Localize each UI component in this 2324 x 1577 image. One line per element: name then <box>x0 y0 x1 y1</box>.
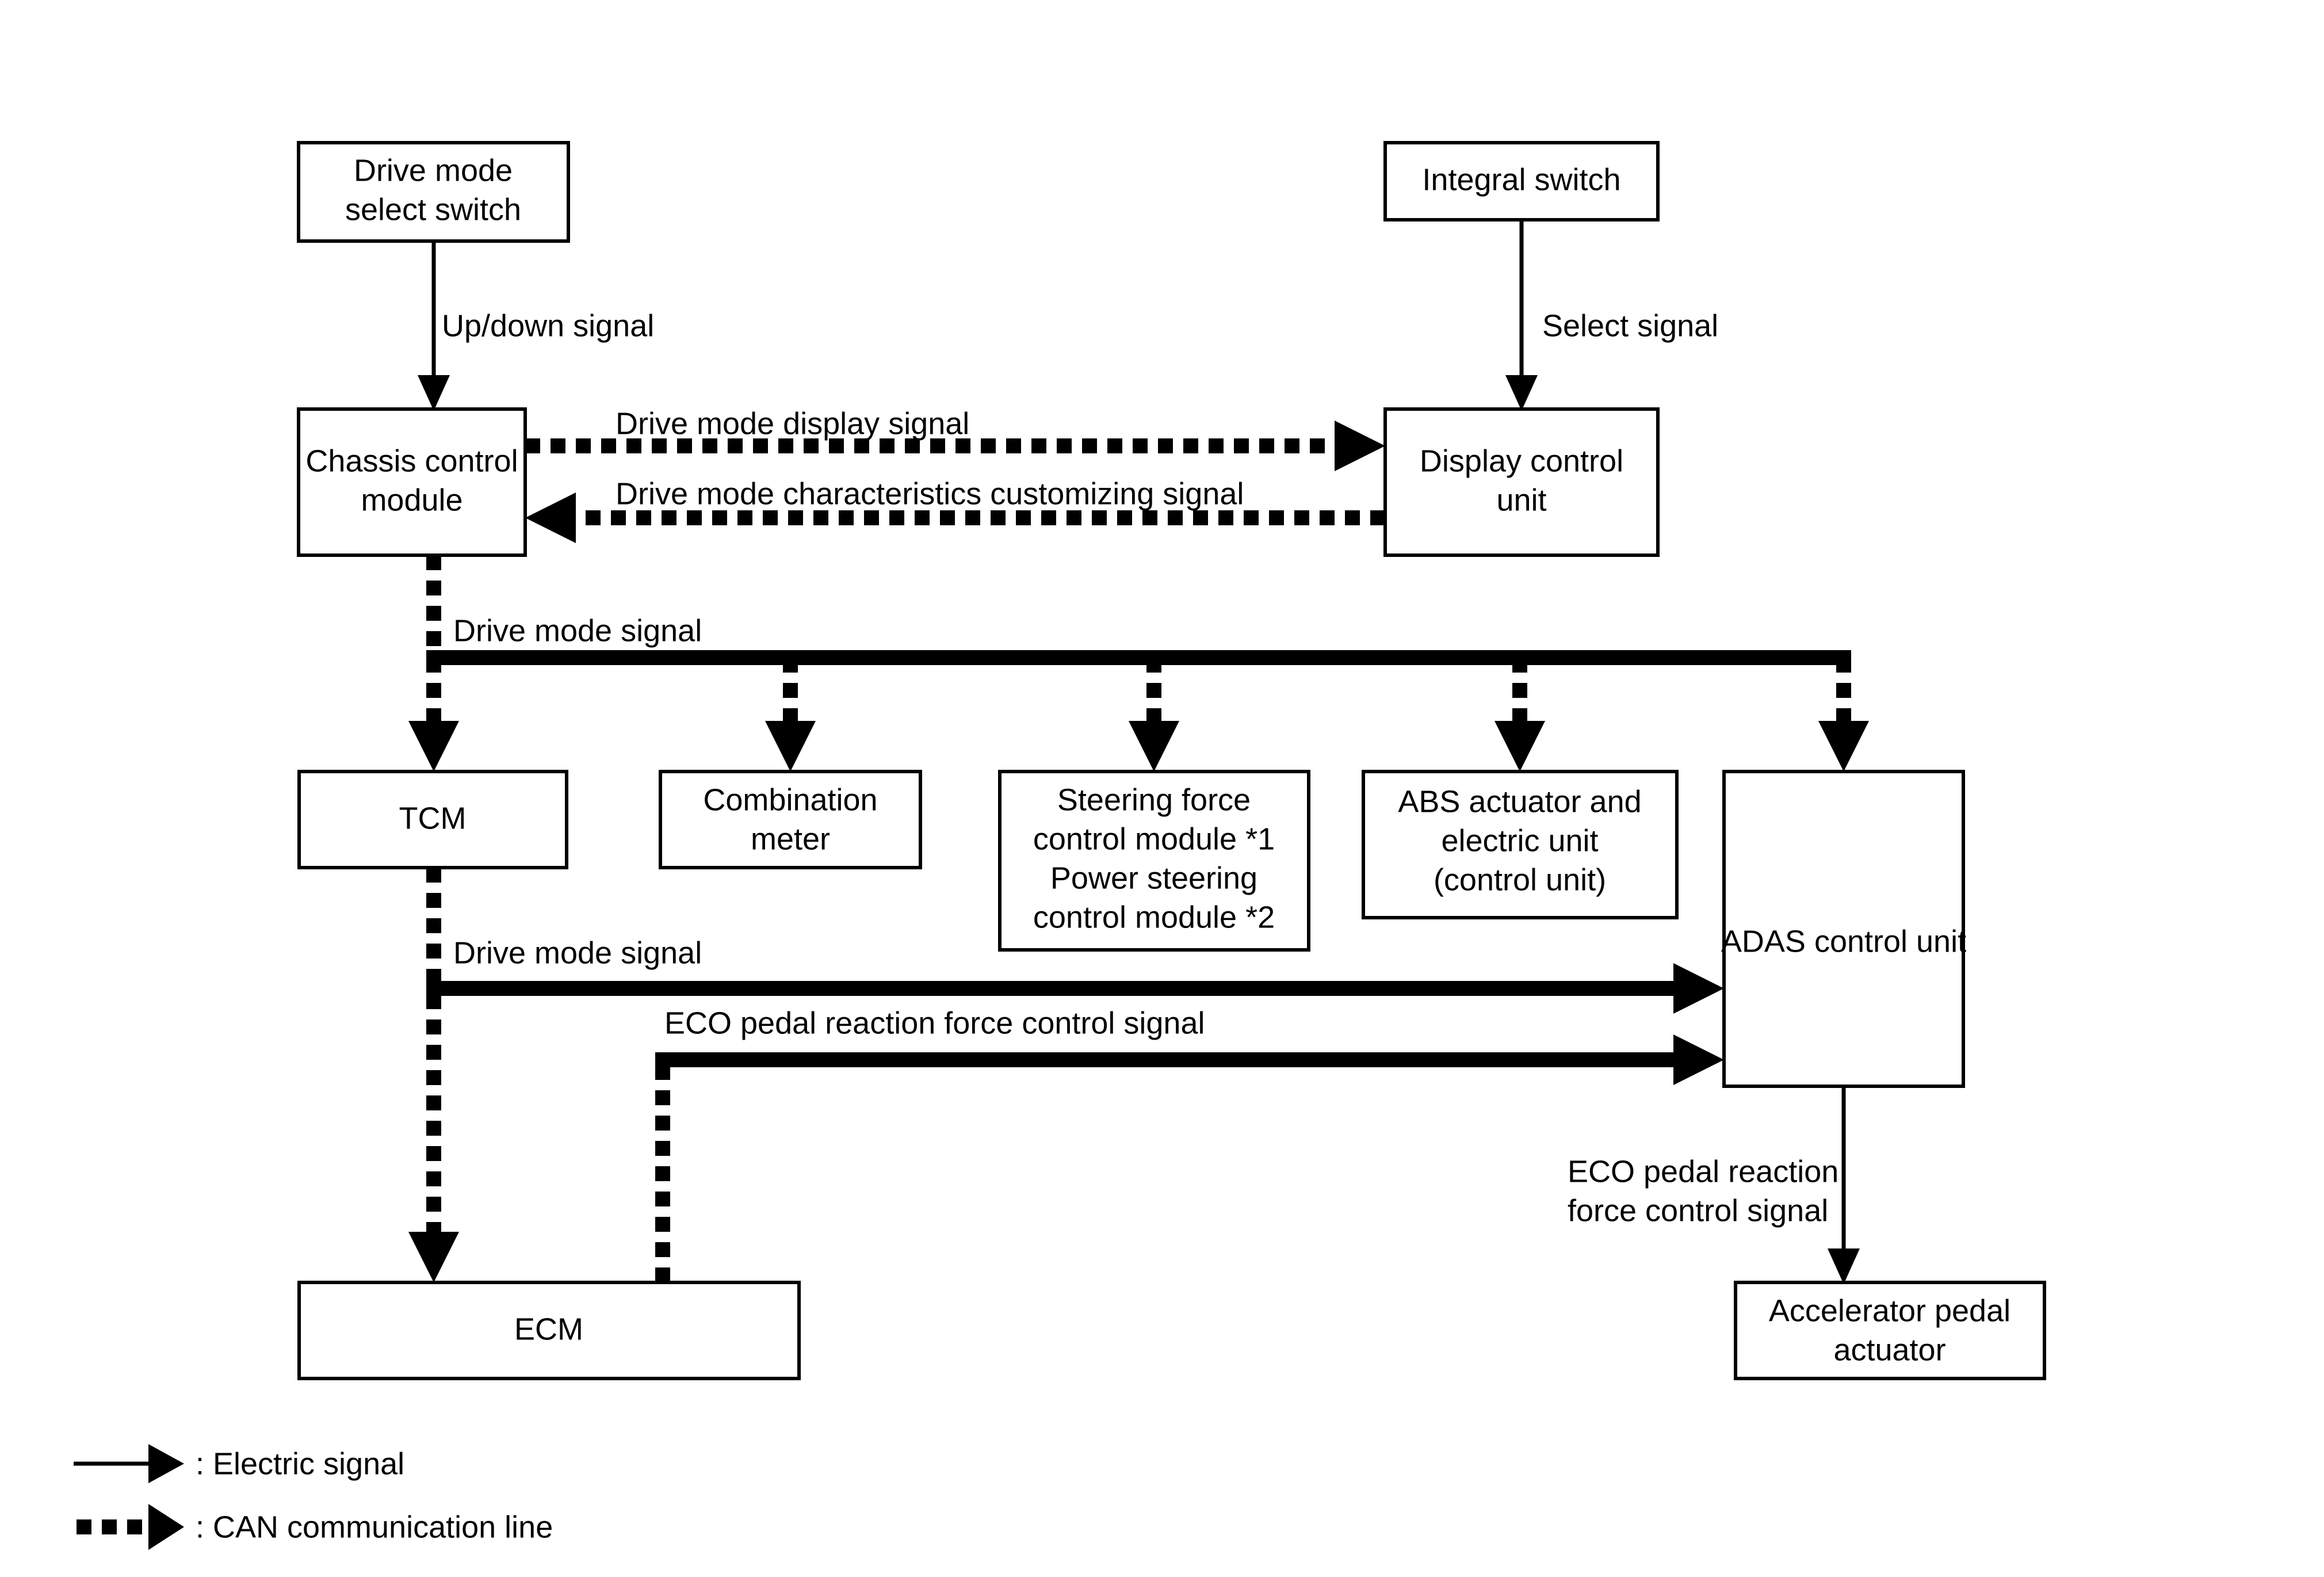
node-ecm[interactable]: ECM <box>297 1281 801 1380</box>
node-chassis-control-module[interactable]: Chassis control module <box>297 407 527 557</box>
node-label-line: control module *2 <box>1033 900 1275 934</box>
node-label-line: Combination <box>703 782 877 817</box>
edge-label-up-down-signal: Up/down signal <box>442 308 654 343</box>
node-label-line: Drive mode <box>354 153 513 188</box>
node-steering-force-control-module[interactable]: Steering force control module *1 Power s… <box>998 770 1310 952</box>
node-label-line: (control unit) <box>1434 862 1606 897</box>
node-display-control-unit[interactable]: Display control unit <box>1383 407 1660 557</box>
node-label-line: module <box>361 483 462 517</box>
node-label-line: Power steering <box>1050 861 1257 895</box>
edge-label-drive-mode-display-signal: Drive mode display signal <box>616 406 969 441</box>
edge-integral-to-display <box>1505 220 1538 411</box>
node-adas-control-unit[interactable]: ADAS control unit <box>1721 770 1966 1088</box>
node-label-line: Integral switch <box>1422 162 1620 197</box>
edge-tcm-to-ecm-and-adas <box>408 868 1724 1282</box>
edge-switch-to-chassis <box>418 241 450 411</box>
node-label-line: unit <box>1496 483 1546 517</box>
legend-item-can-communication-line: : CAN communication line <box>77 1504 553 1550</box>
legend-label-electric-signal: : Electric signal <box>196 1446 404 1481</box>
legend-item-electric-signal: : Electric signal <box>74 1444 404 1483</box>
node-label-line: Accelerator pedal <box>1769 1293 2010 1328</box>
node-label-line: ECM <box>514 1312 583 1346</box>
dashed-arrow-icon <box>77 1504 184 1550</box>
edge-label-select-signal: Select signal <box>1542 308 1718 343</box>
node-label-line: ADAS control unit <box>1721 924 1966 959</box>
node-label-line: ABS actuator and <box>1398 784 1641 819</box>
node-tcm[interactable]: TCM <box>297 770 568 869</box>
legend: : Electric signal : CAN communication li… <box>74 1444 553 1550</box>
edge-chassis-to-display-can <box>525 421 1385 471</box>
node-label-line: Display control <box>1420 444 1623 478</box>
edge-adas-to-accelerator-pedal <box>1828 1086 1860 1284</box>
edge-ecm-to-adas-eco <box>655 1034 1724 1282</box>
solid-arrow-icon <box>74 1444 184 1483</box>
node-label-line: control module *1 <box>1033 822 1275 856</box>
edge-label-eco-pedal-reaction-force-control-signal-vertical: force control signal <box>1568 1193 1828 1228</box>
node-drive-mode-select-switch[interactable]: Drive mode select switch <box>297 141 570 243</box>
edge-label-drive-mode-signal-bus: Drive mode signal <box>453 613 702 648</box>
edge-label-drive-mode-characteristics-customizing-signal: Drive mode characteristics customizing s… <box>616 476 1244 511</box>
edge-label-eco-pedal-reaction-force-control-signal: ECO pedal reaction force control signal <box>664 1006 1205 1040</box>
node-label-line: Chassis control <box>305 444 518 478</box>
node-accelerator-pedal-actuator[interactable]: Accelerator pedal actuator <box>1734 1281 2046 1380</box>
node-label-line: meter <box>751 822 830 856</box>
node-label-line: TCM <box>399 801 467 835</box>
node-integral-switch[interactable]: Integral switch <box>1383 141 1660 222</box>
node-label-line: actuator <box>1833 1332 1945 1367</box>
node-label-line: select switch <box>345 192 521 227</box>
edge-label-drive-mode-signal-tcm: Drive mode signal <box>453 935 702 970</box>
node-combination-meter[interactable]: Combination meter <box>659 770 922 869</box>
node-label-line: electric unit <box>1441 823 1598 858</box>
edge-label-eco-pedal-reaction-force-control-signal-vertical: ECO pedal reaction <box>1568 1154 1838 1189</box>
edge-display-to-chassis-can <box>525 492 1385 543</box>
node-label-line: Steering force <box>1057 782 1251 817</box>
legend-label-can-communication-line: : CAN communication line <box>196 1510 553 1544</box>
node-abs-actuator-electric-unit[interactable]: ABS actuator and electric unit (control … <box>1362 770 1679 919</box>
edge-drive-mode-bus <box>408 555 1869 772</box>
